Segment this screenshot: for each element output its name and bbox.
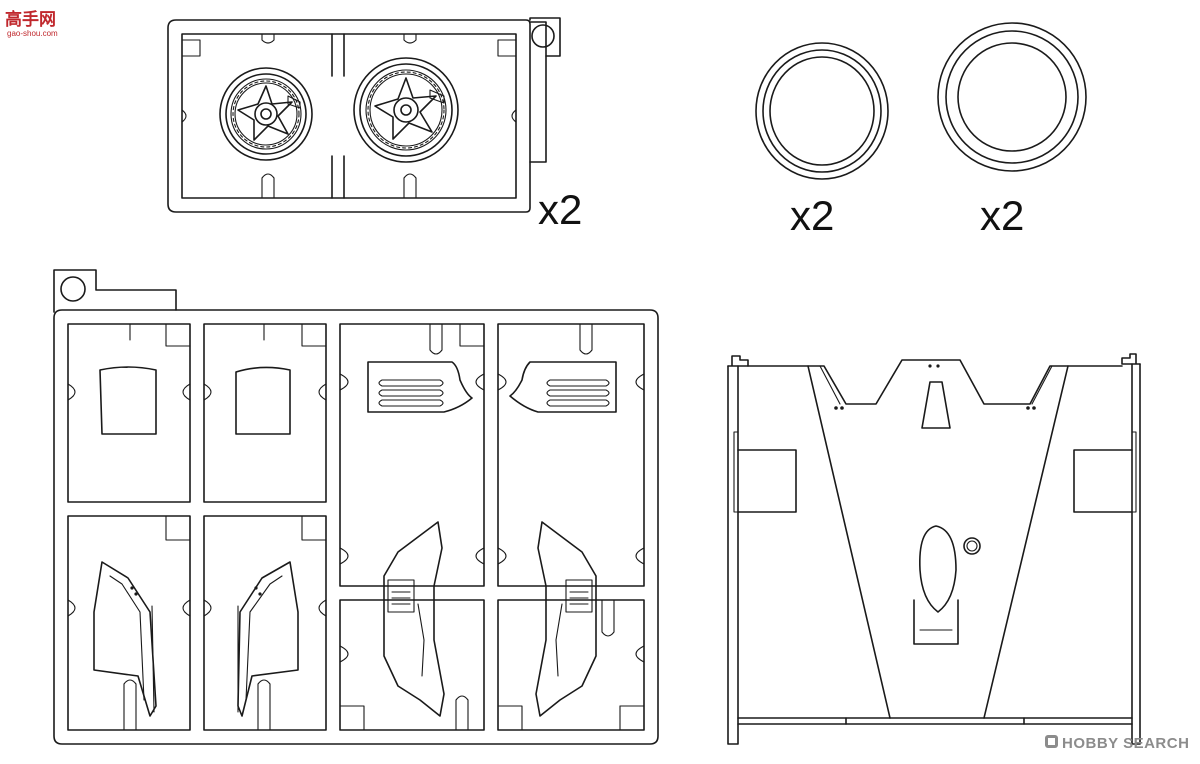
- vent-panel-right: [509, 361, 617, 413]
- tire-small: [755, 42, 889, 180]
- side-pod-left: [383, 521, 445, 717]
- watermark-url: gao-shou.com: [7, 29, 58, 38]
- tire-large: [937, 22, 1087, 172]
- side-pod-right: [535, 521, 597, 717]
- sprue-tag-circle-2: [60, 276, 86, 302]
- wheel-rim-large: [353, 57, 459, 163]
- vent-panel-left: [367, 361, 473, 413]
- sprue-tag-circle: [531, 24, 555, 48]
- side-fin-left: [93, 561, 157, 717]
- watermark-bottom-right: HOBBY SEARCH: [1045, 735, 1189, 752]
- hobby-search-logo: [1045, 735, 1058, 748]
- watermark-top-left: 高手网 gao-shou.com: [5, 9, 58, 38]
- body-undertray: [727, 353, 1141, 745]
- tire-large-quantity: x2: [980, 192, 1024, 239]
- watermark-site-name: 高手网: [5, 9, 56, 30]
- tire-small-quantity: x2: [790, 192, 834, 239]
- hood-panel-left: [99, 366, 157, 435]
- wheel-sprue: [167, 17, 561, 213]
- watermark-text: HOBBY SEARCH: [1062, 735, 1189, 752]
- body-parts-sprue: [53, 269, 659, 745]
- wheel-rim-small: [219, 67, 313, 161]
- hood-panel-right: [235, 366, 291, 435]
- side-fin-right: [237, 561, 299, 717]
- wheel-sprue-frame: [167, 19, 531, 213]
- wheel-sprue-quantity: x2: [538, 186, 582, 233]
